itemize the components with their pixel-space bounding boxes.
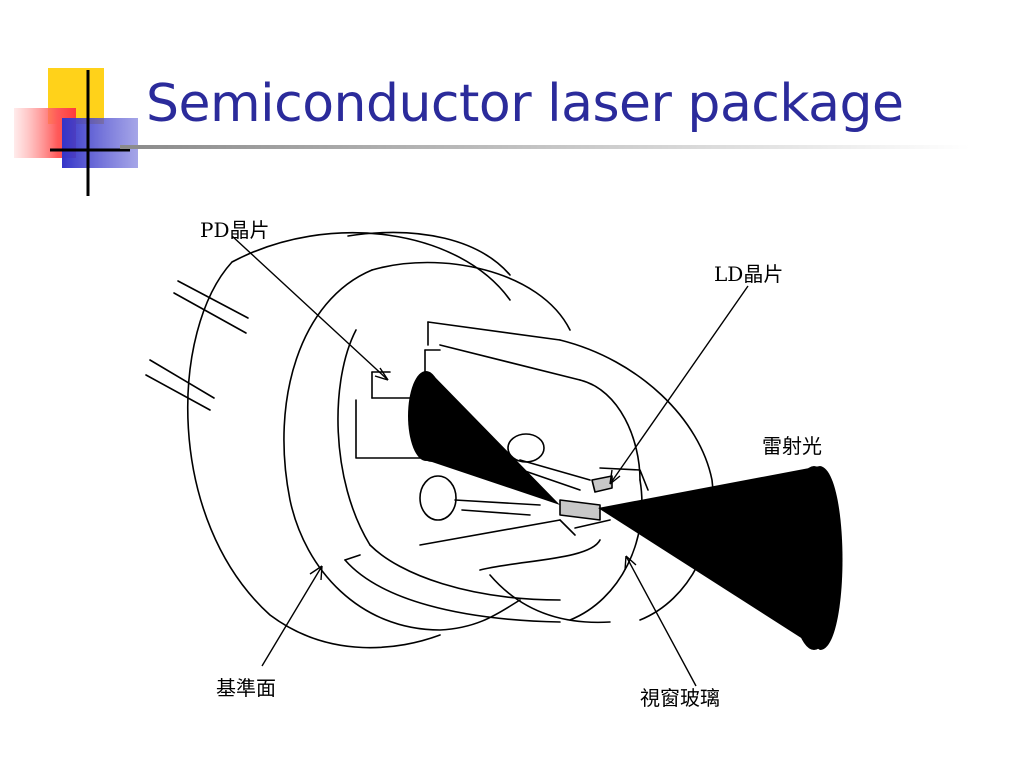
window-glass-leader <box>625 555 697 687</box>
title-decoration-icon <box>14 68 138 196</box>
ld-chip-label: LD晶片 <box>714 262 784 286</box>
window-glass-label: 視窗玻璃 <box>640 686 720 710</box>
pd-chip-label: PD晶片 <box>200 218 270 242</box>
base-flange <box>187 231 511 649</box>
pd-chip-leader <box>231 235 389 381</box>
pd-emission-cone <box>408 371 560 505</box>
reference-plane-label: 基準面 <box>216 676 276 700</box>
reference-plane-leader <box>261 565 323 667</box>
reference-plane-ring <box>283 269 521 631</box>
ld-chip-leader <box>609 285 749 485</box>
pd-mount <box>355 399 421 459</box>
cap-body <box>337 329 371 546</box>
deco-blue-square <box>62 118 138 168</box>
lead-pins <box>145 280 249 411</box>
slide-title: Semiconductor laser package <box>146 74 904 134</box>
title-rule <box>120 145 970 149</box>
laser-light-label: 雷射光 <box>762 434 822 458</box>
laser-beam-cone <box>598 466 843 650</box>
